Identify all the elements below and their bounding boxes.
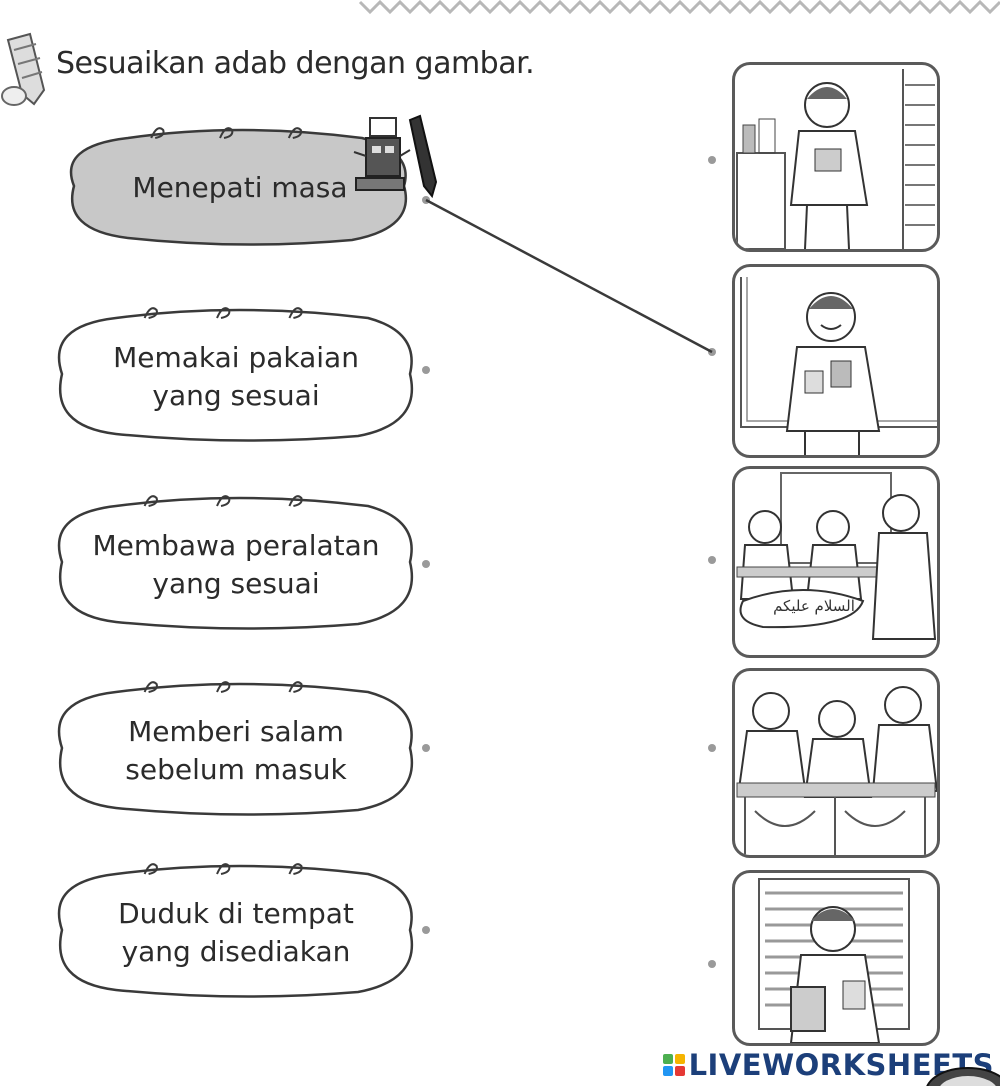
speech-bubble-text: السلام عليكم [773, 597, 855, 615]
phrase-connector-dot-2[interactable] [422, 366, 430, 374]
picture-card-4[interactable] [732, 668, 940, 858]
bubble-stitch-mark [143, 863, 158, 875]
bubble-stitch-mark [216, 495, 231, 507]
phrase-bubble-4[interactable] [57, 682, 414, 816]
phrase-label-4: Memberi salam sebelum masuk [125, 715, 347, 786]
phrase-connector-dot-1[interactable] [422, 196, 430, 204]
boy-with-books-illustration [758, 878, 910, 1043]
boys-seated-illustration [736, 686, 937, 855]
picture-card-3[interactable]: السلام عليكم [732, 466, 940, 658]
phrase-connector-dot-4[interactable] [422, 744, 430, 752]
picture-connector-dot-1[interactable] [708, 156, 716, 164]
phrase-label-3: Membawa peralatan yang sesuai [92, 529, 380, 600]
bubble-stitch-mark [216, 863, 231, 875]
pencil-mascot-icon [1, 32, 46, 106]
boys-greeting-illustration [736, 472, 937, 640]
phrase-label-1: Menepati masa [132, 171, 348, 204]
bubble-stitch-mark [143, 681, 158, 693]
bubble-stitch-mark [288, 495, 303, 507]
bubble-stitch-mark [288, 307, 303, 319]
phrase-bubble-5[interactable] [57, 864, 414, 998]
picture-connector-dot-4[interactable] [708, 744, 716, 752]
boy-smiling-illustration [740, 277, 937, 455]
robot-pencil-icon [353, 114, 438, 199]
phrase-connector-dot-5[interactable] [422, 926, 430, 934]
bubble-stitch-mark [287, 127, 303, 139]
picture-card-1[interactable] [732, 62, 940, 252]
phrase-bubble-2[interactable] [57, 308, 414, 442]
boy-holding-box-illustration [736, 69, 935, 249]
picture-card-5[interactable] [732, 870, 940, 1046]
zigzag-border [358, 0, 1000, 15]
bubble-stitch-mark [219, 127, 234, 139]
instruction-text: Sesuaikan adab dengan gambar. [56, 46, 535, 81]
phrase-bubble-3[interactable] [57, 496, 414, 630]
bubble-stitch-mark [143, 307, 158, 319]
corner-globe-decoration [926, 1067, 1000, 1086]
bubble-stitch-mark [143, 495, 158, 507]
bubble-stitch-mark [288, 681, 303, 693]
bubble-stitch-mark [216, 307, 231, 319]
phrase-label-5: Duduk di tempat yang disediakan [118, 897, 354, 968]
bubble-stitch-mark [150, 127, 165, 139]
bubble-stitch-mark [216, 681, 231, 693]
liveworksheets-logo-icon [662, 1054, 685, 1076]
bubble-stitch-mark [288, 863, 303, 875]
picture-connector-dot-5[interactable] [708, 960, 716, 968]
phrase-connector-dot-3[interactable] [422, 560, 430, 568]
picture-card-2[interactable] [732, 264, 940, 458]
phrase-label-2: Memakai pakaian yang sesuai [113, 341, 359, 412]
picture-connector-dot-3[interactable] [708, 556, 716, 564]
picture-connector-dot-2[interactable] [708, 348, 716, 356]
phrase-bubble-1[interactable] [69, 128, 408, 246]
